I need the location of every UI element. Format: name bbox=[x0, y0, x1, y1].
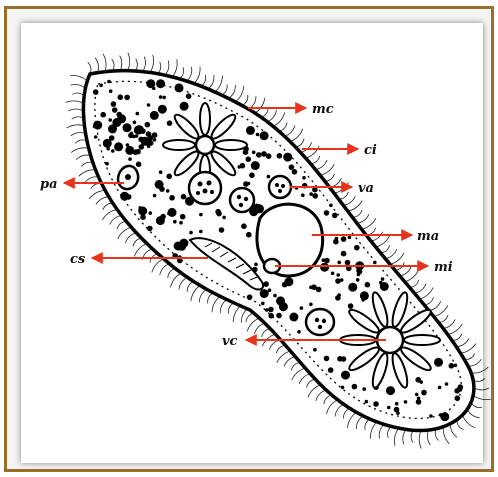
label-ma: ma bbox=[417, 229, 439, 244]
food-vacuole bbox=[269, 176, 291, 198]
label-vc: vc bbox=[222, 334, 238, 349]
label-pa: pa bbox=[40, 177, 58, 192]
label-mc: mc bbox=[312, 102, 334, 117]
label-cs: cs bbox=[70, 252, 86, 267]
food-vacuole bbox=[230, 188, 254, 212]
label-va: va bbox=[358, 181, 374, 196]
food-vacuole bbox=[118, 166, 138, 189]
food-vacuole bbox=[306, 309, 334, 335]
label-ci: ci bbox=[364, 143, 377, 158]
label-mi: mi bbox=[434, 260, 453, 275]
food-vacuole bbox=[189, 172, 221, 204]
